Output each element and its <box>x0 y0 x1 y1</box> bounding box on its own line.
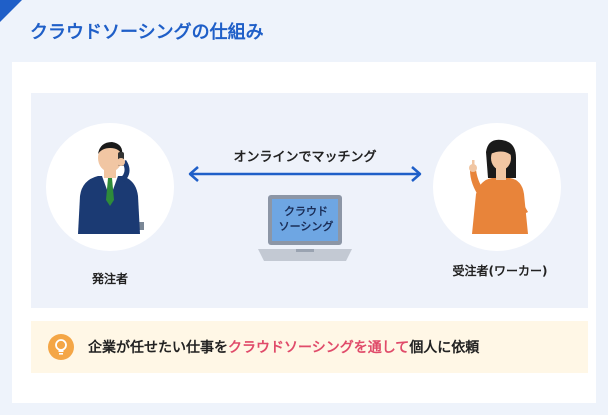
left-actor-label: 発注者 <box>91 272 128 286</box>
lightbulb-icon <box>48 334 74 360</box>
header: クラウドソーシングの仕組み <box>0 0 608 62</box>
note-bar <box>31 321 588 373</box>
platform-label: クラウド ソーシング <box>275 204 337 234</box>
platform-label-line2: ソーシング <box>278 220 334 233</box>
corner-accent <box>0 0 22 22</box>
note-text: 企業が任せたい仕事をクラウドソーシングを通して個人に依頼 <box>88 337 479 357</box>
woman-worker-icon <box>469 139 528 234</box>
right-actor-label: 受注者(ワーカー) <box>452 264 548 278</box>
note-text-before: 企業が任せたい仕事を <box>88 340 228 356</box>
matching-label: オンラインでマッチング <box>233 150 377 165</box>
double-arrow-icon <box>188 166 422 182</box>
note-text-highlight: クラウドソーシングを通して <box>228 340 410 356</box>
businessman-phone-icon <box>78 142 144 234</box>
note-text-after: 個人に依頼 <box>409 340 480 356</box>
platform-label-line1: クラウド <box>284 205 328 218</box>
page-title: クラウドソーシングの仕組み <box>30 22 264 43</box>
laptop-icon <box>258 195 352 261</box>
